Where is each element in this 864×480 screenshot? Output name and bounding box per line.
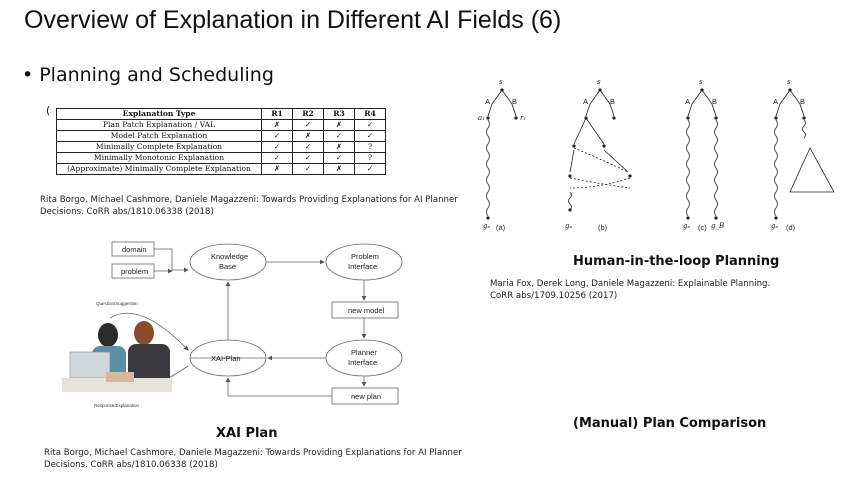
slide-title: Overview of Explanation in Different AI …: [24, 6, 562, 34]
truncated-text: (: [46, 104, 51, 117]
tree-c: [686, 89, 718, 217]
interface-label: Interface: [348, 262, 377, 271]
problem-label: problem: [121, 267, 148, 276]
table-cell: ✓: [292, 119, 324, 131]
caption-manual-plan-comparison: (Manual) Plan Comparison: [573, 416, 767, 431]
problem-interface-label: Problem: [351, 252, 379, 261]
table-header: R1: [261, 108, 293, 120]
node-ga-label: gₐ: [483, 222, 490, 230]
edge-b-label: B: [512, 97, 517, 106]
table-cell: ✗: [292, 130, 324, 142]
explanation-type-table: Explanation Type R1 R2 R3 R4 Plan Patch …: [56, 108, 386, 175]
tree-a: [486, 89, 517, 217]
knowledge-base-node: [189, 243, 267, 281]
node-s-label: s: [597, 78, 601, 86]
node-ga-label: gₐ: [683, 222, 690, 230]
panel-label: (a): [496, 223, 506, 232]
table-cell: ✓: [323, 130, 355, 142]
node-ga-label: gₐ: [771, 222, 778, 230]
citation-borgo-table: Rita Borgo, Michael Cashmore, Daniele Ma…: [40, 195, 458, 217]
table-cell: Model Patch Explanation: [56, 130, 262, 142]
new-model-label: new model: [348, 306, 385, 315]
table-cell: ✓: [292, 141, 324, 153]
table-cell: ✓: [292, 152, 324, 164]
base-label: Base: [219, 262, 236, 271]
table-row: Minimally Complete Explanation ✓ ✓ ✗ ?: [56, 141, 386, 153]
node-r1-label: r₁: [520, 114, 526, 122]
problem-box: [111, 263, 155, 279]
planner-interface-node: [325, 339, 403, 377]
table-cell: ✗: [261, 119, 293, 131]
xai-plan-node: [189, 339, 267, 377]
table-cell: ✓: [261, 152, 293, 164]
citation-fox-long: Maria Fox, Derek Long, Daniele Magazzeni…: [490, 279, 771, 301]
people-illustration: [62, 321, 172, 392]
table-cell: ✓: [354, 130, 386, 142]
table-header: R4: [354, 108, 386, 120]
table-header: R2: [292, 108, 324, 120]
table-cell: ✓: [292, 163, 324, 175]
bullet-icon: •: [22, 64, 34, 86]
table-header: Explanation Type: [56, 108, 262, 120]
table-cell: ✗: [261, 163, 293, 175]
response-explanation-label: Response/Explanation: [94, 403, 140, 408]
table-cell: ✓: [261, 141, 293, 153]
edge-b-label: B: [712, 97, 717, 106]
new-plan-label: new plan: [351, 392, 381, 401]
table-row: Model Patch Explanation ✓ ✗ ✓ ✓: [56, 130, 386, 142]
question-suggestion-label: Question/Suggestion: [96, 301, 138, 306]
panel-label: (d): [786, 223, 796, 232]
table-cell: ✓: [354, 163, 386, 175]
table-row: (Approximate) Minimally Complete Explana…: [56, 163, 386, 175]
interface-label: Interface: [348, 358, 377, 367]
table-cell: ?: [354, 141, 386, 153]
table-cell: ✓: [323, 152, 355, 164]
edge-b-label: B: [800, 97, 805, 106]
edge-a-label: A: [583, 97, 588, 106]
node-gb-label: g_B: [711, 222, 724, 230]
domain-label: domain: [122, 245, 147, 254]
panel-label: (c): [698, 223, 707, 232]
problem-interface-node: [325, 243, 403, 281]
table-row: Minimally Monotonic Explanation ✓ ✓ ✓ ?: [56, 152, 386, 164]
table-cell: ✓: [261, 130, 293, 142]
node-s-label: s: [699, 78, 703, 86]
table-row: Plan Patch Explanation / VAL ✗ ✓ ✗ ✓: [56, 119, 386, 131]
citation-borgo-xai: Rita Borgo, Michael Cashmore, Daniele Ma…: [44, 448, 462, 470]
edge-a-label: A: [685, 97, 690, 106]
caption-human-in-the-loop: Human-in-the-loop Planning: [573, 254, 780, 269]
table-cell: (Approximate) Minimally Complete Explana…: [56, 163, 262, 175]
table-cell: ✗: [323, 119, 355, 131]
bullet-text: Planning and Scheduling: [39, 64, 274, 86]
xai-plan-label: XAI-Plan: [211, 354, 241, 363]
table-cell: ?: [354, 152, 386, 164]
panel-label: (b): [598, 223, 608, 232]
new-model-box: [331, 301, 399, 319]
node-ga-label: gₐ: [565, 222, 572, 230]
bullet-planning-scheduling: •Planning and Scheduling: [22, 64, 274, 86]
tree-b: [568, 89, 631, 211]
table-cell: Minimally Complete Explanation: [56, 141, 262, 153]
table-cell: Minimally Monotonic Explanation: [56, 152, 262, 164]
new-plan-box: [331, 387, 399, 405]
table-cell: ✗: [323, 141, 355, 153]
edge-a-label: A: [485, 97, 490, 106]
planner-label: Planner: [351, 348, 377, 357]
domain-box: [111, 241, 155, 257]
node-a1-label: a₁: [478, 114, 485, 122]
node-s-label: s: [787, 78, 791, 86]
knowledge-label: Knowledge: [211, 252, 248, 261]
table-header: R3: [323, 108, 355, 120]
caption-xai-plan: XAI Plan: [216, 426, 278, 441]
table-cell: ✓: [354, 119, 386, 131]
node-s-label: s: [499, 78, 503, 86]
edge-b-label: B: [610, 97, 615, 106]
table-header-row: Explanation Type R1 R2 R3 R4: [56, 108, 386, 120]
table-cell: Plan Patch Explanation / VAL: [56, 119, 262, 131]
table-cell: ✗: [323, 163, 355, 175]
edge-a-label: A: [773, 97, 778, 106]
tree-d: [774, 89, 835, 217]
